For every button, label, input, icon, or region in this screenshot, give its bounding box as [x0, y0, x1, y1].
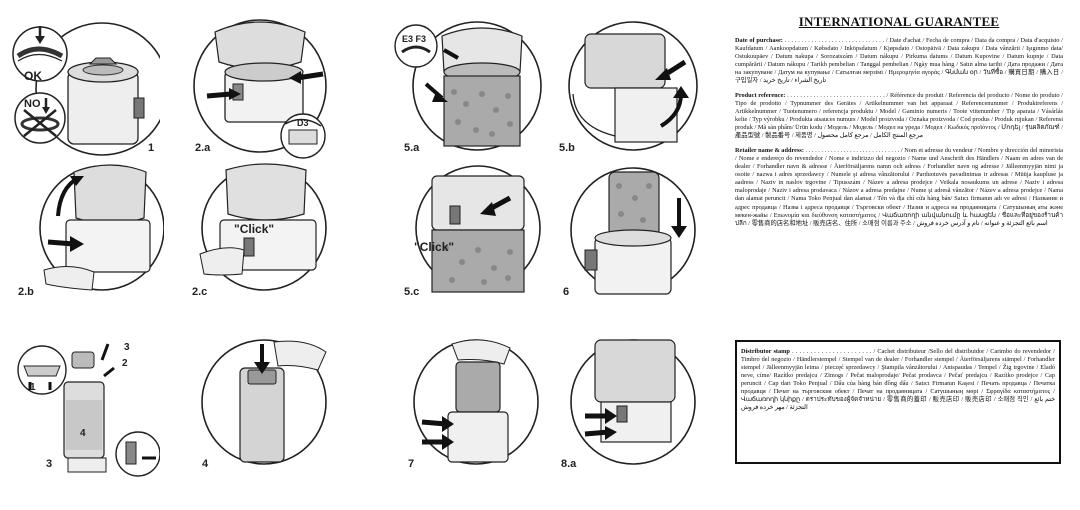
retailer-block: Retailer name & address: . . . . . . . .… [735, 147, 1063, 227]
retailer-translations: / Nom et adresse du vendeur / Nombre y d… [735, 147, 1064, 227]
illustration-7: 7 [392, 330, 542, 480]
illustration-6: 6 [555, 158, 705, 308]
retailer-label: Retailer name & address: [735, 147, 804, 155]
distributor-stamp-label: Distributor stamp [741, 348, 790, 355]
callout-e3f3: E3 F3 [402, 34, 427, 44]
distributor-stamp-box: Distributor stamp . . . . . . . . . . . … [735, 340, 1061, 464]
product-reference-block: Product reference: . . . . . . . . . . .… [735, 92, 1063, 140]
jar-seal-illustration [12, 22, 160, 156]
illustration-2a: D3 2.a [185, 14, 335, 164]
callout-no: NO [24, 98, 41, 110]
callout-ok: OK [24, 69, 42, 83]
step-label-1: 1 [148, 142, 155, 154]
step-label-4: 4 [202, 458, 209, 470]
date-of-purchase-label: Date of purchase: [735, 36, 783, 44]
blade-assembly-illustration [394, 21, 542, 151]
unlock-base-illustration [568, 21, 698, 151]
illustration-4: 4 [186, 330, 336, 480]
illustration-1: OK NO 1 [10, 14, 160, 164]
detach-base-illustration [570, 339, 696, 465]
date-of-purchase-translations: / Date d'achat / Fecha de compra / Data … [735, 36, 1064, 84]
step-label-5a: 5.a [404, 142, 420, 154]
guarantee-title: INTERNATIONAL GUARANTEE [798, 14, 1000, 29]
click-assembly-illustration [415, 165, 541, 293]
place-jar-illustration [570, 167, 696, 295]
step-label-6: 6 [563, 286, 570, 298]
step-label-3: 3 [46, 458, 53, 470]
date-of-purchase-dots: . . . . . . . . . . . . . . . . . . . . … [782, 36, 885, 44]
step-label-2b: 2.b [18, 286, 34, 298]
callout-step-4: 4 [80, 428, 86, 439]
assembly-steps-illustration [17, 343, 160, 477]
step-label-7: 7 [408, 458, 415, 470]
callout-step-1: 1 [30, 382, 36, 393]
press-lid-illustration [201, 339, 327, 465]
step-label-5b: 5.b [559, 142, 575, 154]
step-label-8a: 8.a [561, 458, 577, 470]
remove-jar-illustration [413, 339, 539, 465]
illustration-2c: "Click" 2.c [186, 158, 336, 308]
product-reference-translations: / Référence du produit / Referencia del … [735, 91, 1064, 140]
callout-step-3: 3 [124, 342, 130, 353]
attach-jar-illustration [39, 164, 164, 291]
illustration-3: 1 3 2 4 3 [10, 330, 160, 480]
guarantee-section: INTERNATIONAL GUARANTEE Date of purchase… [735, 14, 1063, 235]
jar-base-illustration [193, 19, 327, 159]
illustration-2b: 2.b [14, 158, 164, 308]
product-reference-label: Product reference: [735, 91, 786, 99]
illustration-8a: 8.a [555, 330, 705, 480]
step-label-2c: 2.c [192, 286, 208, 298]
distributor-stamp-translations: / Cachet distributeur /Sello del distrib… [741, 348, 1056, 412]
callout-click-5c: "Click" [414, 240, 455, 254]
illustration-5c: "Click" 5.c [392, 158, 542, 308]
date-of-purchase-block: Date of purchase: . . . . . . . . . . . … [735, 37, 1063, 85]
illustration-5a: E3 F3 5.a [392, 14, 542, 164]
callout-d3: D3 [297, 118, 309, 128]
product-reference-dots: . . . . . . . . . . . . . . . . . . . . … [785, 91, 885, 99]
step-label-5c: 5.c [404, 286, 420, 298]
callout-step-2: 2 [122, 358, 128, 369]
callout-click-2c: "Click" [234, 222, 275, 236]
retailer-dots: . . . . . . . . . . . . . . . . . . . . … [803, 147, 900, 155]
click-lock-illustration [199, 163, 327, 291]
distributor-stamp-dots: . . . . . . . . . . . . . . . . . . . . … [789, 348, 872, 355]
illustration-5b: 5.b [555, 14, 705, 164]
step-label-2a: 2.a [195, 142, 211, 154]
